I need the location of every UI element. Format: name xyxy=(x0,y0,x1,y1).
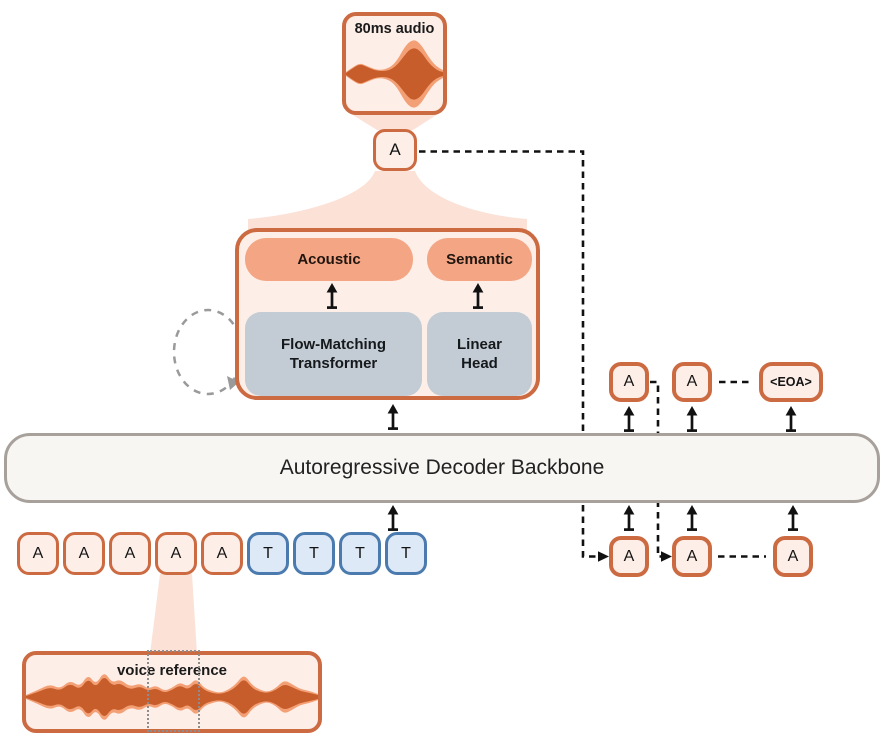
input-token-text-2: T xyxy=(293,532,335,575)
audio-preview-label: 80ms audio xyxy=(354,21,435,37)
linear-head-module: Linear Head xyxy=(427,312,532,396)
input-token-audio-3: A xyxy=(109,532,151,575)
audio-preview-waveform xyxy=(346,40,443,108)
input-token-text-3: T xyxy=(339,532,381,575)
up-arrow-icon xyxy=(623,406,635,432)
input-token-audio-5: A xyxy=(201,532,243,575)
generated-audio-token: A xyxy=(373,129,417,171)
up-arrow-icon xyxy=(387,404,399,430)
flow-matching-line2: Transformer xyxy=(289,355,378,372)
output-bottom-token-2: A xyxy=(672,536,712,577)
acoustic-pill: Acoustic xyxy=(245,238,413,281)
flare-preview-to-token xyxy=(348,112,441,130)
up-arrow-icon xyxy=(686,505,698,531)
backbone-bar: Autoregressive Decoder Backbone xyxy=(4,433,880,503)
waveform-dark-layer xyxy=(346,48,443,100)
output-bottom-token-3: A xyxy=(773,536,813,577)
up-arrow-icon xyxy=(787,505,799,531)
output-top-token-2: A xyxy=(672,362,712,402)
feedback-arrowhead-2 xyxy=(661,551,672,562)
input-token-text-4: T xyxy=(385,532,427,575)
input-token-audio-1: A xyxy=(17,532,59,575)
flare-token-to-headbox xyxy=(248,171,527,232)
up-arrow-icon xyxy=(686,406,698,432)
output-token-eoa: <EOA> xyxy=(759,362,823,402)
up-arrow-icon xyxy=(387,505,399,531)
flare-token-to-reference xyxy=(150,574,197,654)
output-top-token-1: A xyxy=(609,362,649,402)
voice-reference-box: voice reference xyxy=(22,651,322,733)
semantic-pill: Semantic xyxy=(427,238,532,281)
output-bottom-token-1: A xyxy=(609,536,649,577)
input-token-audio-2: A xyxy=(63,532,105,575)
linear-head-line1: Linear xyxy=(456,335,502,353)
feedback-arrowhead-1 xyxy=(598,551,609,562)
up-arrow-icon xyxy=(472,283,484,309)
backbone-label: Autoregressive Decoder Backbone xyxy=(279,456,605,479)
audio-preview-box: 80ms audio xyxy=(342,12,447,115)
loop-arrowhead xyxy=(227,376,239,390)
reference-segment-selector xyxy=(147,650,200,732)
up-arrow-icon xyxy=(326,283,338,309)
flow-matching-transformer-module: Flow-Matching Transformer xyxy=(245,312,422,396)
waveform-dark-layer xyxy=(26,677,318,717)
voice-reference-waveform xyxy=(26,674,318,720)
up-arrow-icon xyxy=(785,406,797,432)
feedback-line-1 xyxy=(419,150,597,558)
flow-matching-line1: Flow-Matching xyxy=(281,335,386,353)
decoder-head-box: Acoustic Semantic Flow-Matching Transfor… xyxy=(235,228,540,400)
input-token-text-1: T xyxy=(247,532,289,575)
input-token-audio-4: A xyxy=(155,532,197,575)
linear-head-line2: Head xyxy=(461,355,498,372)
up-arrow-icon xyxy=(623,505,635,531)
